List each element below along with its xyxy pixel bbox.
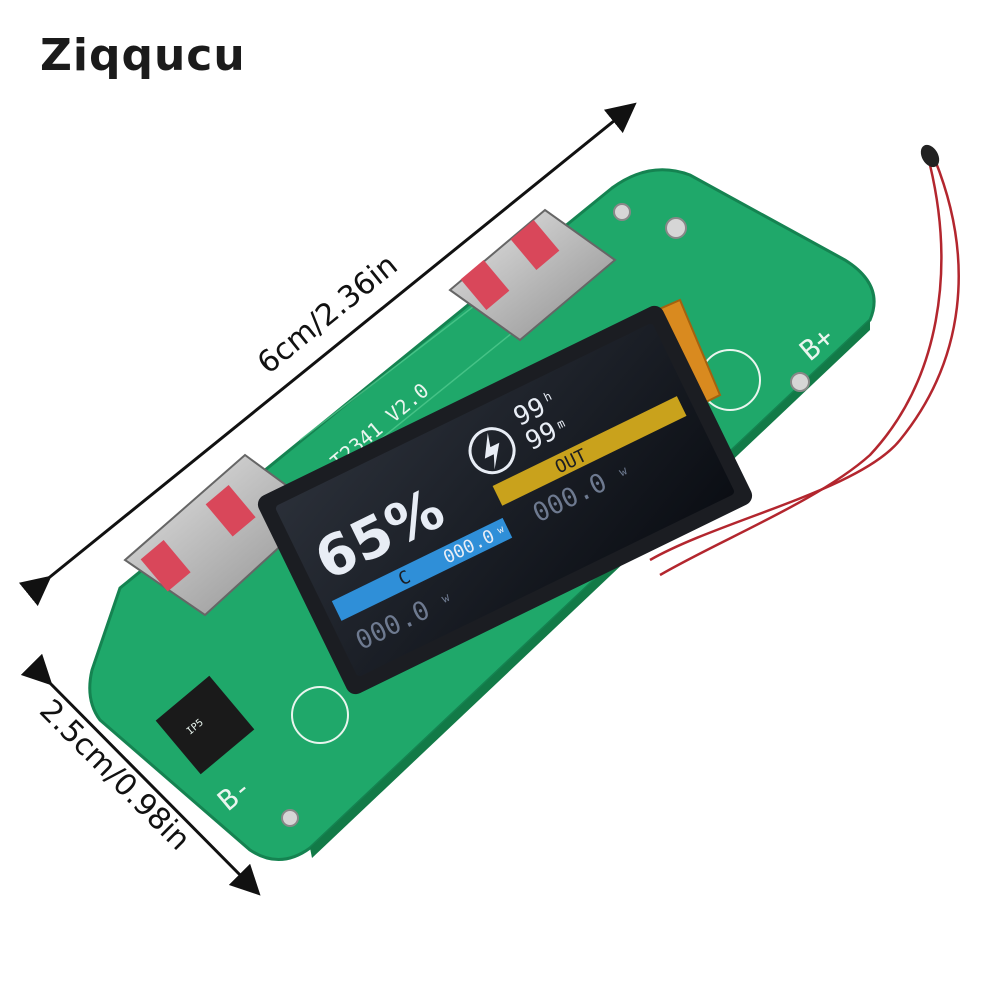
brand-logo: Ziqqucu	[40, 30, 246, 81]
lightning-icon	[468, 427, 516, 475]
usb-port-top	[448, 208, 617, 342]
in-unit: w	[496, 524, 507, 537]
length-label: 6cm/2.36in	[251, 248, 404, 382]
thermistor-probe	[649, 144, 960, 577]
lcd-module: 65% 99 h 99 m OUT 000.0 w C 000.0 w 000.…	[257, 298, 753, 695]
brand-name: Ziqqucu	[40, 30, 246, 81]
length-arrow	[18, 102, 637, 607]
width-arrow	[20, 653, 261, 896]
ic-chip: IP5	[155, 675, 255, 775]
in-bar	[331, 517, 513, 621]
out-bar	[492, 396, 687, 506]
